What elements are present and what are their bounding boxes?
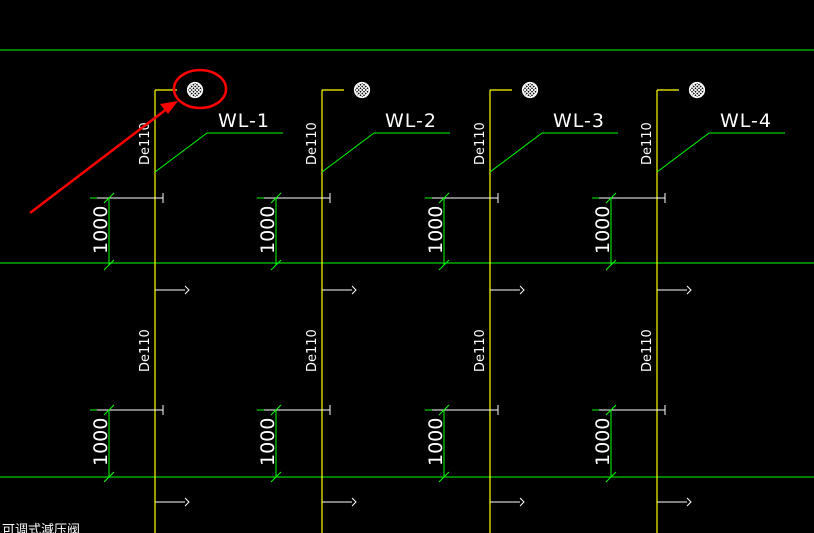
highlight-circle bbox=[172, 68, 228, 110]
hatch-line bbox=[689, 82, 698, 98]
hatch-line bbox=[187, 82, 200, 98]
pipe-size-label: De110 bbox=[305, 329, 320, 372]
hatch-line bbox=[696, 82, 705, 98]
floor-lines bbox=[0, 49, 814, 478]
dimension-tick bbox=[438, 404, 450, 416]
vent-cap-icon bbox=[353, 81, 371, 99]
hatch-line bbox=[187, 82, 196, 98]
dimension-text: 1000 bbox=[257, 206, 279, 254]
dimension-tick bbox=[270, 471, 282, 483]
dimension-tick bbox=[103, 192, 115, 204]
hatch-line bbox=[354, 82, 363, 98]
dimension-tick bbox=[438, 192, 450, 204]
hatch-line bbox=[194, 82, 203, 98]
tag-leader-diagonal bbox=[154, 132, 208, 173]
tag-leader-diagonal bbox=[489, 132, 543, 173]
pipe-size-label: De110 bbox=[640, 122, 655, 165]
vent-cap-hatch bbox=[689, 82, 705, 98]
hatch-line bbox=[522, 82, 535, 98]
hatch-line bbox=[187, 82, 196, 98]
dimension-tick bbox=[605, 404, 617, 416]
hatch-line bbox=[529, 82, 538, 98]
riser-tag-label: WL-2 bbox=[385, 110, 437, 132]
dimension-tick bbox=[270, 192, 282, 204]
dimension-tick bbox=[605, 259, 617, 271]
hatch-line bbox=[354, 82, 367, 98]
vent-cap-hatch bbox=[522, 82, 538, 98]
hatch-line bbox=[689, 82, 698, 98]
vent-cap-outline bbox=[353, 81, 371, 99]
trap-symbol bbox=[490, 285, 525, 295]
dimension-text: 1000 bbox=[592, 418, 614, 466]
annotations bbox=[29, 68, 228, 214]
trap-symbol bbox=[322, 285, 357, 295]
dimension-tick bbox=[605, 192, 617, 204]
dimension-tick bbox=[605, 471, 617, 483]
hatch-line bbox=[194, 82, 203, 98]
dimension-tick bbox=[103, 471, 115, 483]
dimension-tick bbox=[103, 259, 115, 271]
riser-tag-label: WL-4 bbox=[720, 110, 772, 132]
hatch-line bbox=[361, 82, 370, 98]
hatch-line bbox=[361, 82, 370, 98]
riser-tag-label: WL-1 bbox=[218, 110, 270, 132]
dimension-text: 1000 bbox=[425, 206, 447, 254]
trap-symbol bbox=[657, 497, 692, 507]
vent-cap-icon bbox=[521, 81, 539, 99]
pipe-size-label: De110 bbox=[473, 122, 488, 165]
dimension-tick bbox=[270, 404, 282, 416]
trap-symbol bbox=[322, 497, 357, 507]
pipe-size-label: De110 bbox=[640, 329, 655, 372]
dimension-tick bbox=[103, 404, 115, 416]
hatch-line bbox=[522, 82, 531, 98]
riser-tag-label: WL-3 bbox=[553, 110, 605, 132]
vent-cap-icon bbox=[688, 81, 706, 99]
hatch-line bbox=[191, 82, 203, 98]
vent-cap-outline bbox=[186, 81, 204, 99]
dimension-text: 1000 bbox=[257, 418, 279, 466]
bottom-note: 可调式減压阀 bbox=[2, 522, 80, 533]
dimension-tick bbox=[438, 471, 450, 483]
dimension-tick bbox=[438, 259, 450, 271]
tag-leader-diagonal bbox=[656, 132, 710, 173]
risers: WL-1De110De11010001000WL-2De110De1101000… bbox=[90, 81, 785, 533]
highlight-arrow-shaft bbox=[29, 107, 169, 214]
trap-symbol bbox=[155, 497, 190, 507]
vent-cap-icon bbox=[186, 81, 204, 99]
hatch-line bbox=[696, 82, 705, 98]
tag-leader-diagonal bbox=[321, 132, 375, 173]
trap-symbol bbox=[490, 497, 525, 507]
hatch-line bbox=[529, 82, 538, 98]
hatch-line bbox=[358, 82, 370, 98]
dimension-text: 1000 bbox=[425, 418, 447, 466]
hatch-line bbox=[354, 82, 363, 98]
pipe-size-label: De110 bbox=[305, 122, 320, 165]
hatch-line bbox=[689, 82, 702, 98]
dimension-text: 1000 bbox=[90, 418, 112, 466]
dimension-text: 1000 bbox=[90, 206, 112, 254]
trap-symbol bbox=[155, 285, 190, 295]
hatch-line bbox=[522, 82, 531, 98]
pipe-size-label: De110 bbox=[138, 329, 153, 372]
hatch-line bbox=[693, 82, 705, 98]
dimension-text: 1000 bbox=[592, 206, 614, 254]
dimension-tick bbox=[270, 259, 282, 271]
vent-cap-outline bbox=[521, 81, 539, 99]
pipe-size-label: De110 bbox=[138, 122, 153, 165]
pipe-size-label: De110 bbox=[473, 329, 488, 372]
highlight-arrow-head bbox=[160, 101, 178, 114]
vent-cap-hatch bbox=[354, 82, 370, 98]
hatch-line bbox=[526, 82, 538, 98]
vent-cap-hatch bbox=[187, 82, 203, 98]
trap-symbol bbox=[657, 285, 692, 295]
vent-cap-outline bbox=[688, 81, 706, 99]
